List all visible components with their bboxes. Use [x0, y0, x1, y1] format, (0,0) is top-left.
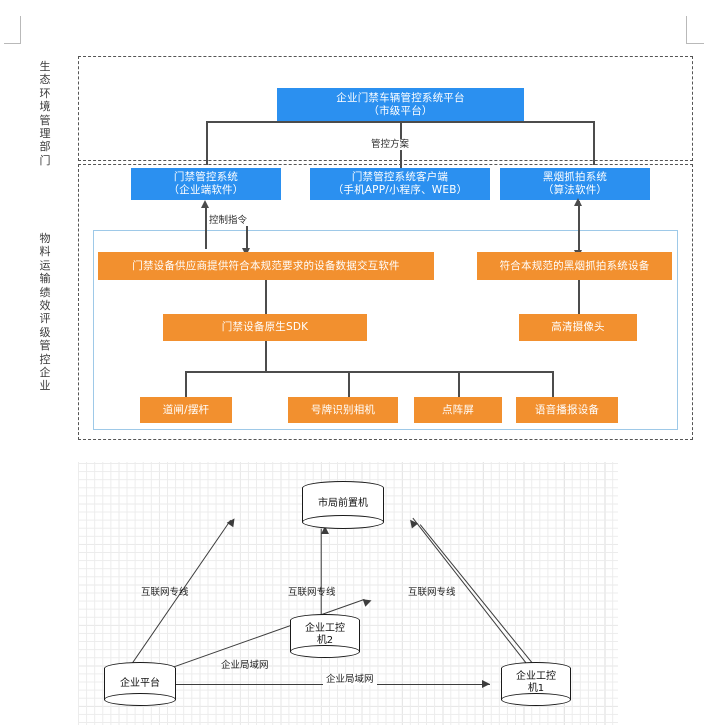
side-label-material-enterprise: 物料运输绩效评级管控企业 [39, 232, 51, 393]
edge-label-control-command: 控制指令 [207, 215, 250, 226]
connector-platform-bus [207, 121, 594, 123]
connector-command-drop [246, 219, 248, 252]
arrowhead-access-up [201, 200, 209, 208]
cylinder-bottom [290, 645, 360, 658]
edge-label-lan-upper: 企业局域网 [221, 660, 269, 671]
node-vendor-software[interactable]: 门禁设备供应商提供符合本规范要求的设备数据交互软件 [98, 252, 434, 280]
connector-device-bus [185, 371, 553, 373]
node-ipc1[interactable]: 企业工控 机1 [501, 662, 571, 706]
node-camera-hd[interactable]: 高清摄像头 [519, 314, 637, 341]
connector-access-to-vendor [205, 208, 207, 249]
connector-smoke-system-to-device [578, 201, 580, 255]
connector-bus-voice [552, 371, 554, 397]
node-smoke-device[interactable]: 符合本规范的黑烟抓拍系统设备 [477, 252, 672, 280]
edge-label-internet-line-left: 互联网专线 [141, 587, 189, 598]
cylinder-bottom [302, 515, 384, 529]
connector-bus-barrier [185, 371, 187, 397]
cylinder-bottom [104, 693, 176, 706]
network-topology-diagram: 市局前置机 企业工控 机2 企业平台 企业工控 机1 互联网专线 互联网专线 互… [78, 462, 618, 725]
node-sdk[interactable]: 门禁设备原生SDK [163, 314, 367, 341]
node-dot-screen[interactable]: 点阵屏 [414, 397, 502, 423]
node-barrier[interactable]: 道闸/摆杆 [140, 397, 232, 423]
node-platform[interactable]: 企业门禁车辆管控系统平台 （市级平台） [277, 88, 524, 121]
edge-label-internet-line-center: 互联网专线 [288, 587, 336, 598]
connector-bus-dot-screen [458, 371, 460, 397]
connector-smokedevice-to-camera [578, 280, 580, 314]
crop-mark-top-left [4, 0, 50, 46]
node-voice-device[interactable]: 语音播报设备 [516, 397, 618, 423]
connector-bus-right-drop [593, 121, 595, 165]
connector-vendor-to-sdk [265, 280, 267, 314]
region-eco-dept [78, 56, 693, 161]
region-material-enterprise [78, 164, 693, 440]
connector-bus-plate-camera [348, 371, 350, 397]
node-enterprise-platform[interactable]: 企业平台 [104, 662, 176, 706]
crop-mark-top-right [658, 0, 704, 46]
node-ipc2[interactable]: 企业工控 机2 [290, 614, 360, 658]
node-smoke-system[interactable]: 黑烟抓拍系统 （算法软件） [500, 168, 650, 200]
node-label: 企业工控 机1 [516, 671, 556, 694]
edge-label-control-plan: 管控方案 [369, 139, 412, 150]
arrow-platform-to-city [226, 516, 238, 528]
link-platform-to-ipc1 [150, 684, 490, 686]
connector-sdk-down [265, 341, 267, 372]
arrowhead-smoke-up [574, 198, 582, 206]
link-city-to-ipc1 [419, 524, 541, 673]
node-client[interactable]: 门禁管控系统客户端 （手机APP/小程序、WEB） [310, 168, 490, 200]
edge-label-internet-line-right: 互联网专线 [408, 587, 456, 598]
arrow-ipc1-to-city [406, 517, 419, 529]
arrow-platform-to-ipc2 [362, 596, 373, 607]
edge-label-lan-lower: 企业局域网 [323, 674, 377, 685]
side-label-eco-dept: 生态环境管理部门 [39, 60, 51, 167]
connector-bus-left-drop [206, 121, 208, 165]
node-label: 企业工控 机2 [305, 623, 345, 646]
link-city-to-ipc2 [320, 528, 322, 624]
connector-platform-to-client [400, 121, 402, 180]
node-label: 市局前置机 [318, 498, 368, 509]
node-plate-camera[interactable]: 号牌识别相机 [288, 397, 398, 423]
arrow-lan-right [482, 680, 490, 688]
cylinder-bottom [501, 693, 571, 706]
node-access-system[interactable]: 门禁管控系统 （企业端软件） [131, 168, 281, 200]
node-city-frontend[interactable]: 市局前置机 [302, 481, 384, 529]
node-label: 企业平台 [120, 678, 160, 689]
